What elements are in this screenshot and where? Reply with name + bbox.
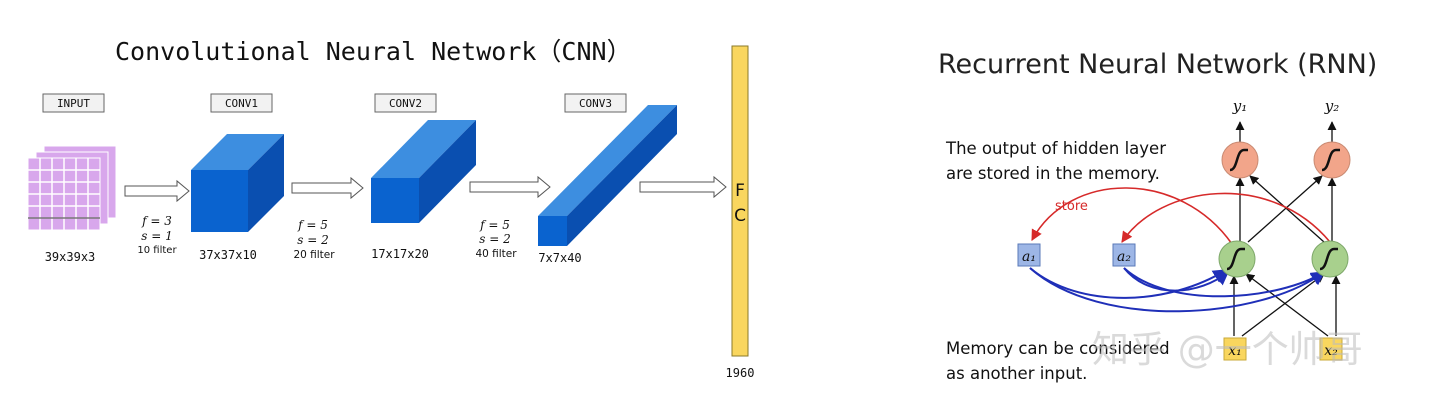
memory-cell-1: a₁ (1017, 243, 1041, 267)
input-cell-1-label: x₁ (1228, 343, 1242, 359)
sigmoid-icon (1321, 148, 1340, 172)
memory-cell-2: a₂ (1112, 243, 1136, 267)
rnn-note-bottom-line-1: Memory can be considered (946, 339, 1170, 358)
fc-layer: F C (731, 45, 749, 357)
conv3-param-f: f = 5 (479, 218, 510, 232)
flow-arrow-4 (639, 175, 727, 199)
conv2-volume (371, 120, 476, 223)
rnn-note-bottom-line-2: as another input. (946, 364, 1087, 383)
cnn-title: Convolutional Neural Network（CNN） (115, 37, 632, 66)
input-channel-1 (27, 157, 101, 231)
watermark: 知乎 @一个帅哥 (1092, 328, 1363, 371)
store-arrows (1031, 187, 1331, 245)
input-label: INPUT (57, 97, 90, 110)
hidden-node-1 (1218, 240, 1256, 278)
flow-arrow-1 (124, 179, 190, 203)
conv3-label: CONV3 (579, 97, 612, 110)
conv2-label: CONV2 (389, 97, 422, 110)
sigmoid-icon (1226, 247, 1245, 271)
conv1-label: CONV1 (225, 97, 258, 110)
output-label-y1: y₁ (1232, 97, 1248, 115)
fc-size: 1960 (726, 366, 755, 380)
rnn-diagram: Recurrent Neural Network (RNN) The outpu… (938, 49, 1377, 383)
store-label: store (1055, 199, 1088, 214)
conv1-params: f = 3 s = 1 10 filter (137, 214, 177, 256)
flow-arrow-2 (291, 176, 364, 200)
input-cell-2-label: x₂ (1324, 343, 1338, 359)
input-label-box: INPUT (42, 93, 105, 113)
rnn-connections (1229, 121, 1341, 337)
fc-label-f: F (735, 181, 745, 201)
hidden-node-2 (1311, 240, 1349, 278)
conv1-dim: 37x37x10 (199, 248, 257, 262)
fc-label-c: C (734, 206, 746, 226)
conv3-param-s: s = 2 (479, 232, 510, 246)
sigmoid-icon (1229, 148, 1248, 172)
conv2-params: f = 5 s = 2 20 filter (293, 218, 335, 261)
conv1-param-f: f = 3 (141, 214, 172, 228)
conv3-label-box: CONV3 (564, 93, 627, 113)
input-dim: 39x39x3 (45, 250, 96, 264)
conv1-label-box: CONV1 (210, 93, 273, 113)
output-node-1 (1221, 141, 1259, 179)
output-label-y2: y₂ (1324, 97, 1340, 115)
rnn-note-top-line-2: are stored in the memory. (946, 164, 1160, 183)
input-cell-2: x₂ (1319, 337, 1343, 361)
conv2-dim: 17x17x20 (371, 247, 429, 261)
input-cell-1: x₁ (1223, 337, 1247, 361)
sigmoid-icon (1319, 247, 1338, 271)
input-volume (27, 145, 117, 231)
rnn-note-top-line-1: The output of hidden layer (945, 139, 1166, 158)
conv3-param-filters: 40 filter (475, 248, 517, 260)
conv2-param-f: f = 5 (297, 218, 328, 232)
memory-cell-1-label: a₁ (1022, 249, 1036, 265)
conv3-volume (538, 105, 677, 246)
conv2-param-s: s = 2 (297, 233, 328, 247)
memory-cell-2-label: a₂ (1117, 249, 1131, 265)
output-node-2 (1313, 141, 1351, 179)
conv2-param-filters: 20 filter (293, 249, 335, 261)
conv1-param-s: s = 1 (141, 229, 172, 243)
rnn-title: Recurrent Neural Network (RNN) (938, 49, 1377, 80)
conv1-volume (191, 134, 284, 232)
cnn-diagram: Convolutional Neural Network（CNN） INPUT … (27, 37, 755, 380)
flow-arrow-3 (469, 175, 551, 199)
conv3-params: f = 5 s = 2 40 filter (475, 218, 517, 260)
conv3-dim: 7x7x40 (538, 251, 581, 265)
conv2-label-box: CONV2 (374, 93, 437, 113)
memory-arrows (1029, 267, 1326, 313)
conv1-param-filters: 10 filter (137, 245, 177, 256)
